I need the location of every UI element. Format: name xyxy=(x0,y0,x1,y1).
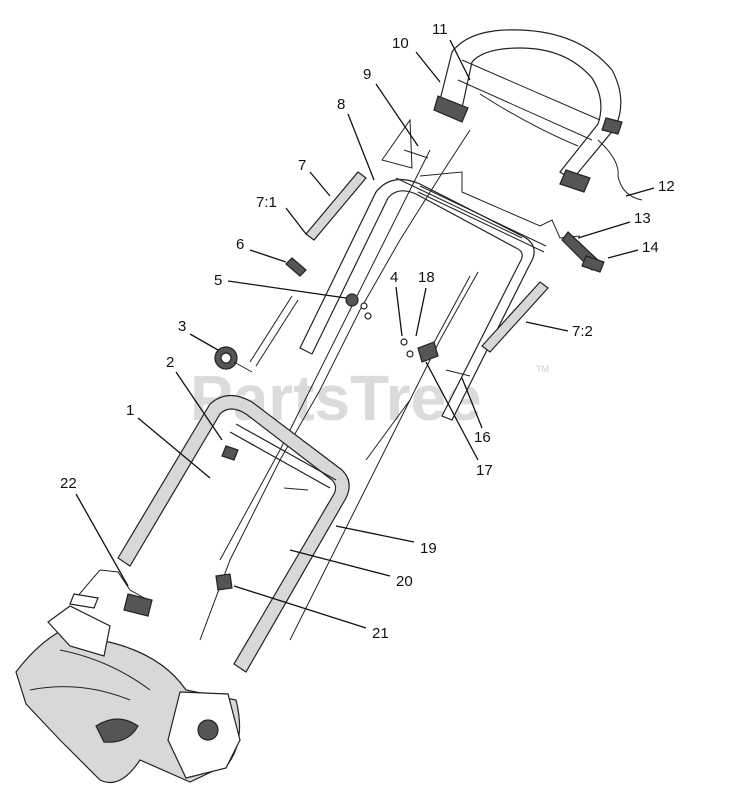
callout-10-leader xyxy=(415,51,441,83)
callout-19-leader xyxy=(335,525,415,543)
callout-3-leader xyxy=(189,333,219,351)
callout-8-label: 8 xyxy=(337,96,345,113)
callout-16: 16 xyxy=(461,377,491,446)
callout-17-leader xyxy=(425,361,479,461)
cables xyxy=(199,129,479,641)
callout-11-label: 11 xyxy=(432,21,448,38)
callout-7-1-leader xyxy=(285,207,307,235)
callout-12-leader xyxy=(625,187,655,197)
callout-11: 11 xyxy=(432,21,471,81)
callout-9: 9 xyxy=(363,66,419,147)
callout-10: 10 xyxy=(392,35,441,83)
callout-4-label: 4 xyxy=(390,269,398,286)
callout-16-leader xyxy=(461,377,483,429)
callout-7: 7 xyxy=(298,157,331,197)
callout-16-label: 16 xyxy=(474,429,491,446)
callout-21-label: 21 xyxy=(372,625,389,642)
callout-22-leader xyxy=(75,493,129,587)
parts-artwork xyxy=(15,29,643,784)
callout-8-leader xyxy=(347,113,375,181)
callout-18: 18 xyxy=(415,269,435,337)
callout-4-leader xyxy=(395,286,403,337)
callout-20-label: 20 xyxy=(396,573,413,590)
callout-17-label: 17 xyxy=(476,462,493,479)
callout-19-label: 19 xyxy=(420,540,437,557)
wiring-harness xyxy=(69,569,153,617)
callout-14-leader xyxy=(607,249,639,259)
callout-5-leader xyxy=(227,280,347,299)
callout-22-label: 22 xyxy=(60,475,77,492)
callout-10-label: 10 xyxy=(392,35,409,52)
callouts: 1 2 3 4 5 6 7 7:1 xyxy=(60,21,675,642)
callout-9-leader xyxy=(375,83,419,147)
callout-13: 13 xyxy=(577,210,651,239)
callout-7-leader xyxy=(309,171,331,197)
control-bail xyxy=(419,171,605,273)
callout-6-label: 6 xyxy=(236,236,244,253)
callout-7-1-label: 7:1 xyxy=(256,194,277,211)
callout-13-label: 13 xyxy=(634,210,651,227)
callout-5-label: 5 xyxy=(214,272,222,289)
callout-2: 2 xyxy=(166,354,223,441)
callout-14-label: 14 xyxy=(642,239,659,256)
callout-2-leader xyxy=(175,371,223,441)
callout-18-leader xyxy=(415,287,427,337)
cord-clips xyxy=(249,171,549,461)
callout-1: 1 xyxy=(126,402,211,479)
callout-13-leader xyxy=(577,221,631,239)
callout-1-label: 1 xyxy=(126,402,134,419)
callout-17: 17 xyxy=(425,361,493,479)
knob xyxy=(214,346,253,373)
callout-12-label: 12 xyxy=(658,178,675,195)
callout-11-leader xyxy=(449,39,471,81)
callout-7-2: 7:2 xyxy=(525,321,593,340)
callout-20: 20 xyxy=(289,549,413,590)
callout-6: 6 xyxy=(236,236,287,263)
callout-2-label: 2 xyxy=(166,354,174,371)
callout-7-1: 7:1 xyxy=(256,194,307,235)
mower-housing xyxy=(15,605,241,784)
watermark-trademark: TM xyxy=(536,364,549,374)
callout-7-2-leader xyxy=(525,321,569,332)
callout-20-leader xyxy=(289,549,391,577)
callout-7-label: 7 xyxy=(298,157,306,174)
callout-5: 5 xyxy=(214,272,347,299)
callout-12: 12 xyxy=(625,178,675,197)
callout-21-leader xyxy=(233,585,367,629)
callout-14: 14 xyxy=(607,239,659,259)
callout-3-label: 3 xyxy=(178,318,186,335)
hardware xyxy=(215,118,471,591)
callout-4: 4 xyxy=(390,269,403,337)
callout-18-label: 18 xyxy=(418,269,435,286)
callout-7-2-label: 7:2 xyxy=(572,323,593,340)
lower-handle xyxy=(117,394,350,673)
callout-9-label: 9 xyxy=(363,66,371,83)
callout-8: 8 xyxy=(337,96,375,181)
upper-handle-grip xyxy=(433,29,643,201)
callout-3: 3 xyxy=(178,318,219,351)
callout-1-leader xyxy=(137,417,211,479)
callout-6-leader xyxy=(249,249,287,263)
upper-handle-frame xyxy=(299,177,547,421)
callout-19: 19 xyxy=(335,525,437,557)
callout-22: 22 xyxy=(60,475,129,587)
callout-21: 21 xyxy=(233,585,389,642)
